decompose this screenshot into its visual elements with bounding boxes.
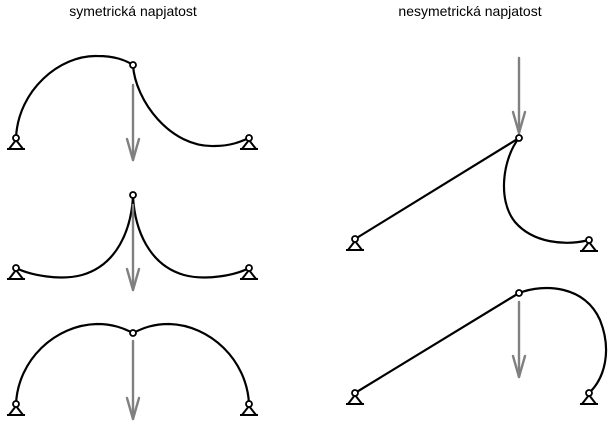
symmetric-structure-2: [6, 191, 259, 292]
support-left: [6, 400, 26, 416]
hinge: [129, 61, 137, 69]
support-right: [239, 400, 259, 416]
support-left: [6, 264, 26, 280]
arch-right: [131, 63, 251, 148]
hinge: [515, 289, 523, 297]
asymmetric-structure-1: [345, 56, 599, 252]
support-left: [6, 134, 26, 150]
support-right: [579, 236, 599, 252]
support-left: [345, 235, 365, 251]
load-arrow: [125, 83, 141, 162]
load-arrow: [511, 300, 527, 379]
title-symmetric: symetrická napjatost: [69, 3, 197, 19]
arch-left: [14, 54, 135, 140]
load-arrow: [511, 56, 527, 135]
hinge: [129, 329, 137, 337]
asymmetric-structure-2: [345, 286, 608, 405]
title-asymmetric: nesymetrická napjatost: [398, 3, 542, 19]
hinge: [129, 191, 137, 199]
symmetric-structure-3: [6, 322, 259, 421]
load-arrow: [125, 339, 141, 421]
support-right: [579, 389, 599, 405]
hinge: [515, 134, 523, 142]
support-right: [239, 134, 259, 150]
support-left: [345, 389, 365, 405]
load-arrow: [125, 203, 141, 292]
symmetric-structure-1: [6, 54, 259, 162]
